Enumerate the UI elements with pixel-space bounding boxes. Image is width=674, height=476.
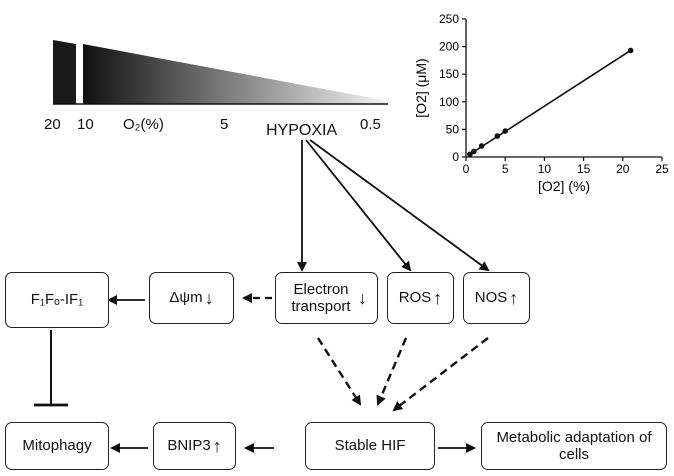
gradient-tick-0-5: 0.5 — [360, 116, 381, 133]
chart-y-axis-label: [O2] (μM) — [413, 58, 429, 117]
up-arrow-icon: ↑ — [433, 287, 443, 308]
chart-data-point — [471, 148, 477, 155]
f1fo-if1-label: F₁Fₒ-IF₁ — [30, 291, 84, 309]
nos-label: NOS — [474, 289, 508, 307]
hypoxia-label: HYPOXIA — [266, 122, 338, 139]
gradient-tick-5: 5 — [220, 116, 229, 133]
ros-box: ROS ↑ — [387, 272, 454, 324]
chart-x-tick-label: 10 — [538, 162, 552, 176]
down-arrow-icon: ↓ — [204, 287, 214, 308]
chart-y-tick-label: 250 — [439, 12, 459, 26]
mitophagy-label: Mitophagy — [22, 437, 92, 455]
oxygen-gradient-wedge — [83, 44, 388, 104]
chart-data-point — [478, 143, 485, 149]
electron-transport-label: Electron transport — [291, 280, 351, 315]
chart-y-tick-label: 50 — [446, 122, 460, 136]
electron-transport-box: Electron transport ↓ — [275, 272, 378, 324]
arrow-hypoxia-to-nos — [309, 139, 490, 272]
chart-y-tick-label: 200 — [439, 40, 459, 54]
arrow-nos-to-hif — [392, 337, 489, 412]
chart-x-tick-label: 15 — [577, 162, 591, 176]
chart-x-tick-label: 20 — [616, 162, 630, 176]
chart-y-tick-label: 150 — [439, 67, 459, 81]
chart-data-point — [627, 47, 634, 54]
chart-fit-line — [469, 49, 632, 155]
arrow-electron-to-hif — [316, 337, 362, 406]
up-arrow-icon: ↑ — [212, 435, 222, 456]
stable-hif-box: Stable HIF — [305, 422, 435, 470]
gradient-tick-20: 20 — [44, 116, 61, 133]
bnip3-label: BNIP3 — [167, 437, 211, 455]
stable-hif-label: Stable HIF — [334, 437, 406, 455]
gradient-axis-label: O₂(%) — [123, 116, 164, 133]
arrow-ros-to-hif — [376, 337, 408, 406]
delta-psi-label: Δψm — [169, 289, 203, 307]
chart-y-tick-label: 0 — [452, 150, 459, 164]
gradient-tick-10: 10 — [77, 116, 94, 133]
chart-x-tick-label: 5 — [502, 162, 509, 176]
up-arrow-icon: ↑ — [509, 287, 519, 308]
chart-x-axis-label: [O2] (%) — [538, 178, 590, 194]
ros-label: ROS — [398, 289, 432, 307]
f1fo-if1-box: F₁Fₒ-IF₁ — [5, 272, 109, 328]
chart-data-point — [494, 133, 501, 139]
metabolic-adaptation-box: Metabolic adaptation of cells — [481, 422, 667, 470]
chart-data-point — [467, 151, 473, 158]
delta-psi-box: Δψm ↓ — [149, 272, 234, 324]
down-arrow-icon: ↓ — [358, 287, 367, 308]
chart-y-tick-label: 100 — [439, 95, 459, 109]
mitophagy-box: Mitophagy — [5, 422, 109, 470]
chart-x-tick-label: 0 — [463, 162, 470, 176]
oxygen-gradient-left-block — [53, 40, 76, 104]
chart-data-point — [502, 128, 509, 134]
metabolic-adaptation-label: Metabolic adaptation of cells — [496, 428, 652, 463]
chart-x-tick-label: 25 — [655, 162, 669, 176]
bnip3-box: BNIP3 ↑ — [153, 422, 236, 470]
nos-box: NOS ↑ — [463, 272, 530, 324]
arrow-hypoxia-to-ros — [305, 139, 412, 272]
